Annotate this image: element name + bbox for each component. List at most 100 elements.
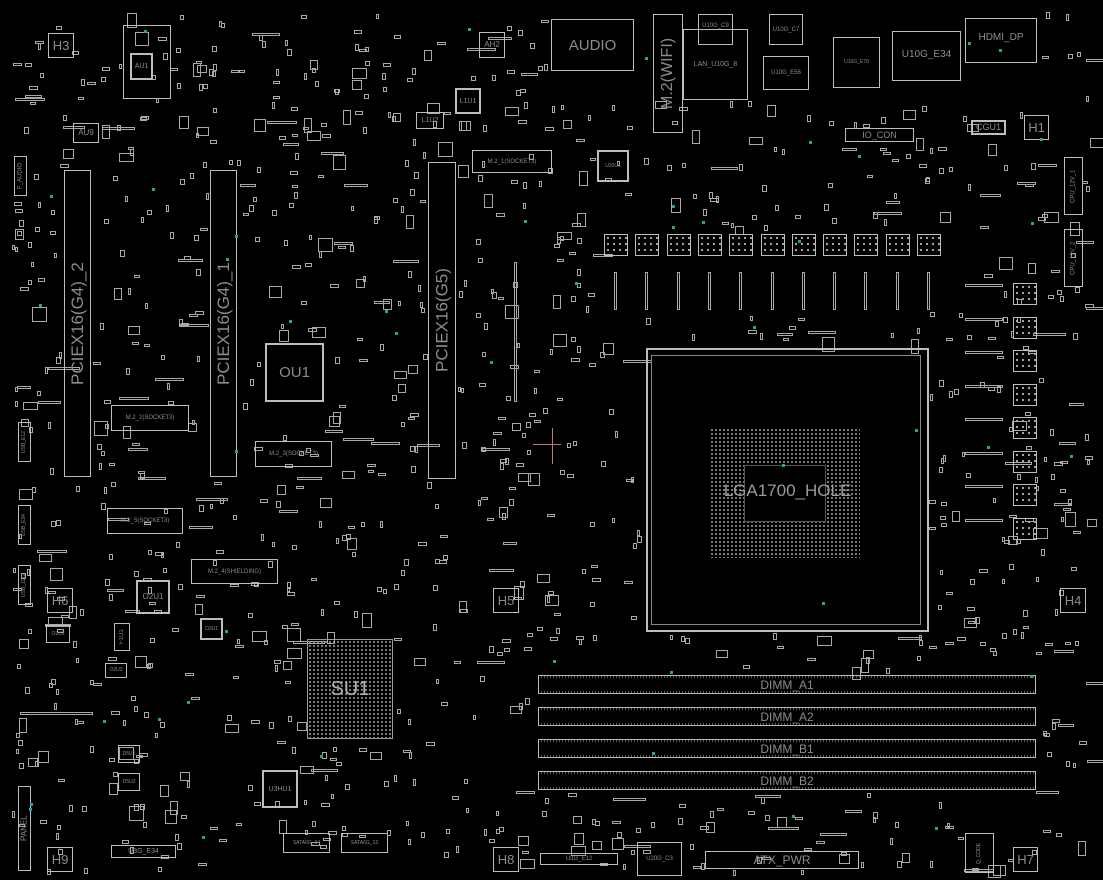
chip-cgu1[interactable]: CGU1 [971, 120, 1006, 135]
smd-pad [633, 543, 637, 549]
smd-pad [176, 48, 181, 53]
smd-pad [478, 175, 483, 182]
m2-3-socket[interactable]: M.2_3(SOCKET3) [255, 441, 332, 467]
m2-5-socket[interactable]: M.2_5(SOCKET3) [107, 508, 183, 534]
smd-pad [783, 338, 789, 341]
smd-pad [359, 49, 367, 52]
smd-pad [577, 269, 581, 276]
test-point [235, 450, 238, 453]
usb-e34-header[interactable]: USB_E34 [18, 505, 31, 545]
usb-u10g-e34[interactable]: U10G_E34 [892, 31, 961, 81]
dimm-b1-slot[interactable]: DIMM_B1 [538, 739, 1036, 758]
smd-pad [15, 209, 23, 213]
smd-pad [883, 152, 891, 155]
smd-pad [671, 198, 681, 213]
usb-u10g-e78[interactable]: U10G_E78 [833, 37, 880, 88]
mounting-hole-h6[interactable]: H6 [47, 588, 73, 613]
chip-o3u1[interactable]: O3U1 [200, 618, 223, 640]
chip-o2u3[interactable]: O2U3 [105, 663, 127, 678]
dimm-a2-slot[interactable]: DIMM_A2 [538, 707, 1036, 726]
smd-pad [231, 70, 239, 73]
dimm-b2-slot[interactable]: DIMM_B2 [538, 771, 1036, 790]
smd-pad [119, 747, 134, 760]
io-connector[interactable]: IO_CON [845, 128, 914, 142]
smd-pad [69, 805, 73, 812]
cpu-12v-2-connector[interactable]: CPU_12V_2 [1064, 229, 1083, 287]
smd-pad [401, 206, 404, 213]
cpu-socket[interactable]: LGA1700_HOLE [646, 348, 929, 632]
smd-pad [1038, 217, 1046, 221]
hdmi-dp-port[interactable]: HDMI_DP [965, 18, 1037, 63]
usb-1112-header[interactable]: USB_1112 [18, 565, 31, 605]
chip-o2u1[interactable]: O2U1 [136, 580, 170, 614]
inductor-bar [927, 272, 930, 310]
chip-d5u2[interactable]: D5U2 [118, 773, 140, 791]
mounting-hole-h1[interactable]: H1 [1024, 115, 1049, 140]
smd-pad [739, 164, 743, 171]
smd-pad [38, 202, 41, 208]
component-label: M.2_4(SHIELDING) [207, 568, 261, 575]
inductor-bar [770, 272, 774, 310]
pcie-x16-g4-2-slot[interactable]: PCIEX16(G4)_2 [64, 170, 91, 477]
lan-port[interactable]: LAN_U10G_8 [683, 29, 748, 100]
f-audio-header[interactable]: F_AUDIO [14, 156, 27, 196]
mounting-hole-h5[interactable]: H5 [493, 588, 519, 613]
chip-ou1[interactable]: OU1 [265, 343, 324, 402]
smd-pad [380, 521, 383, 528]
u3g-e12-header[interactable]: U3G_E12 [540, 853, 618, 865]
m2-4-shielding[interactable]: M.2_4(SHIELDING) [191, 559, 278, 584]
mounting-hole-h9[interactable]: H9 [47, 847, 73, 872]
smd-pad [227, 715, 232, 721]
smd-pad [1002, 579, 1005, 584]
pcie-x16-g5-slot[interactable]: PCIEX16(G5) [428, 162, 456, 479]
sata6g-34-port[interactable]: SATA6G_34 [283, 833, 330, 853]
smd-pad [109, 463, 115, 466]
smd-pad [765, 815, 770, 821]
chip-ah2[interactable]: AH2 [479, 32, 505, 58]
smd-pad [627, 126, 633, 130]
dimm-a1-slot[interactable]: DIMM_A1 [538, 675, 1036, 694]
panel-header[interactable]: PANEL [18, 786, 31, 871]
chip-au9[interactable]: AU9 [73, 123, 99, 143]
smd-pad [20, 287, 29, 291]
mounting-hole-h7[interactable]: H7 [1013, 847, 1038, 872]
smd-pad [925, 178, 930, 184]
audio-jack[interactable]: AUDIO [551, 19, 634, 71]
chip-u3hu1[interactable]: U3HU1 [262, 770, 298, 808]
mounting-hole-h4[interactable]: H4 [1060, 588, 1086, 613]
m2-wifi-slot[interactable]: M.2(WIFI) [653, 14, 683, 133]
sata6g-12-port[interactable]: SATA6G_12 [341, 833, 388, 853]
smd-pad [1075, 287, 1080, 293]
chip-au1[interactable]: AU1 [130, 53, 153, 80]
atx-power-connector[interactable]: ATX_PWR [705, 851, 859, 869]
smd-pad [269, 286, 282, 298]
cpu-12v-1-connector[interactable]: CPU_12V_1 [1064, 157, 1083, 215]
smd-pad [589, 363, 596, 367]
chip-d5u1[interactable]: D5U1 [118, 745, 140, 763]
usb-u10g-c7[interactable]: U10G_C7 [769, 14, 803, 45]
smd-pad [861, 862, 864, 868]
chip-su1-bga[interactable]: SU1 [307, 639, 393, 739]
mounting-hole-h3[interactable]: H3 [48, 33, 74, 58]
chip-f1u1[interactable]: F1U1 [114, 623, 130, 651]
usb-e12-header[interactable]: USB_E12 [18, 422, 31, 462]
pcie-x16-g4-1-slot[interactable]: PCIEX16(G4)_1 [210, 170, 237, 477]
usb-u10g-e56[interactable]: U10G_E56 [763, 56, 809, 90]
smd-pad [1043, 830, 1051, 833]
chip-o2u2[interactable]: O2U2 [46, 625, 70, 643]
q-code-display[interactable]: Q_CODE [965, 833, 994, 873]
chip-l1u2[interactable]: L1U2 [416, 112, 444, 129]
mounting-hole-h8[interactable]: H8 [493, 847, 519, 872]
smd-pad [269, 722, 274, 729]
smd-pad [189, 314, 198, 317]
m2-1-socket[interactable]: M.2_1(SOCKET3) [472, 150, 552, 173]
smd-pad [476, 239, 481, 245]
chip-u32u1[interactable]: U32U1 [597, 150, 629, 182]
m2-2-socket[interactable]: M.2_2(SOCKET3) [111, 405, 189, 431]
u20g-c3-header[interactable]: U20G_C3 [637, 842, 682, 876]
smd-pad [939, 467, 943, 473]
chip-l1u1[interactable]: L1U1 [455, 88, 481, 114]
smd-pad [644, 158, 649, 165]
u3g-e34-header[interactable]: U3G_E34 [111, 845, 176, 858]
